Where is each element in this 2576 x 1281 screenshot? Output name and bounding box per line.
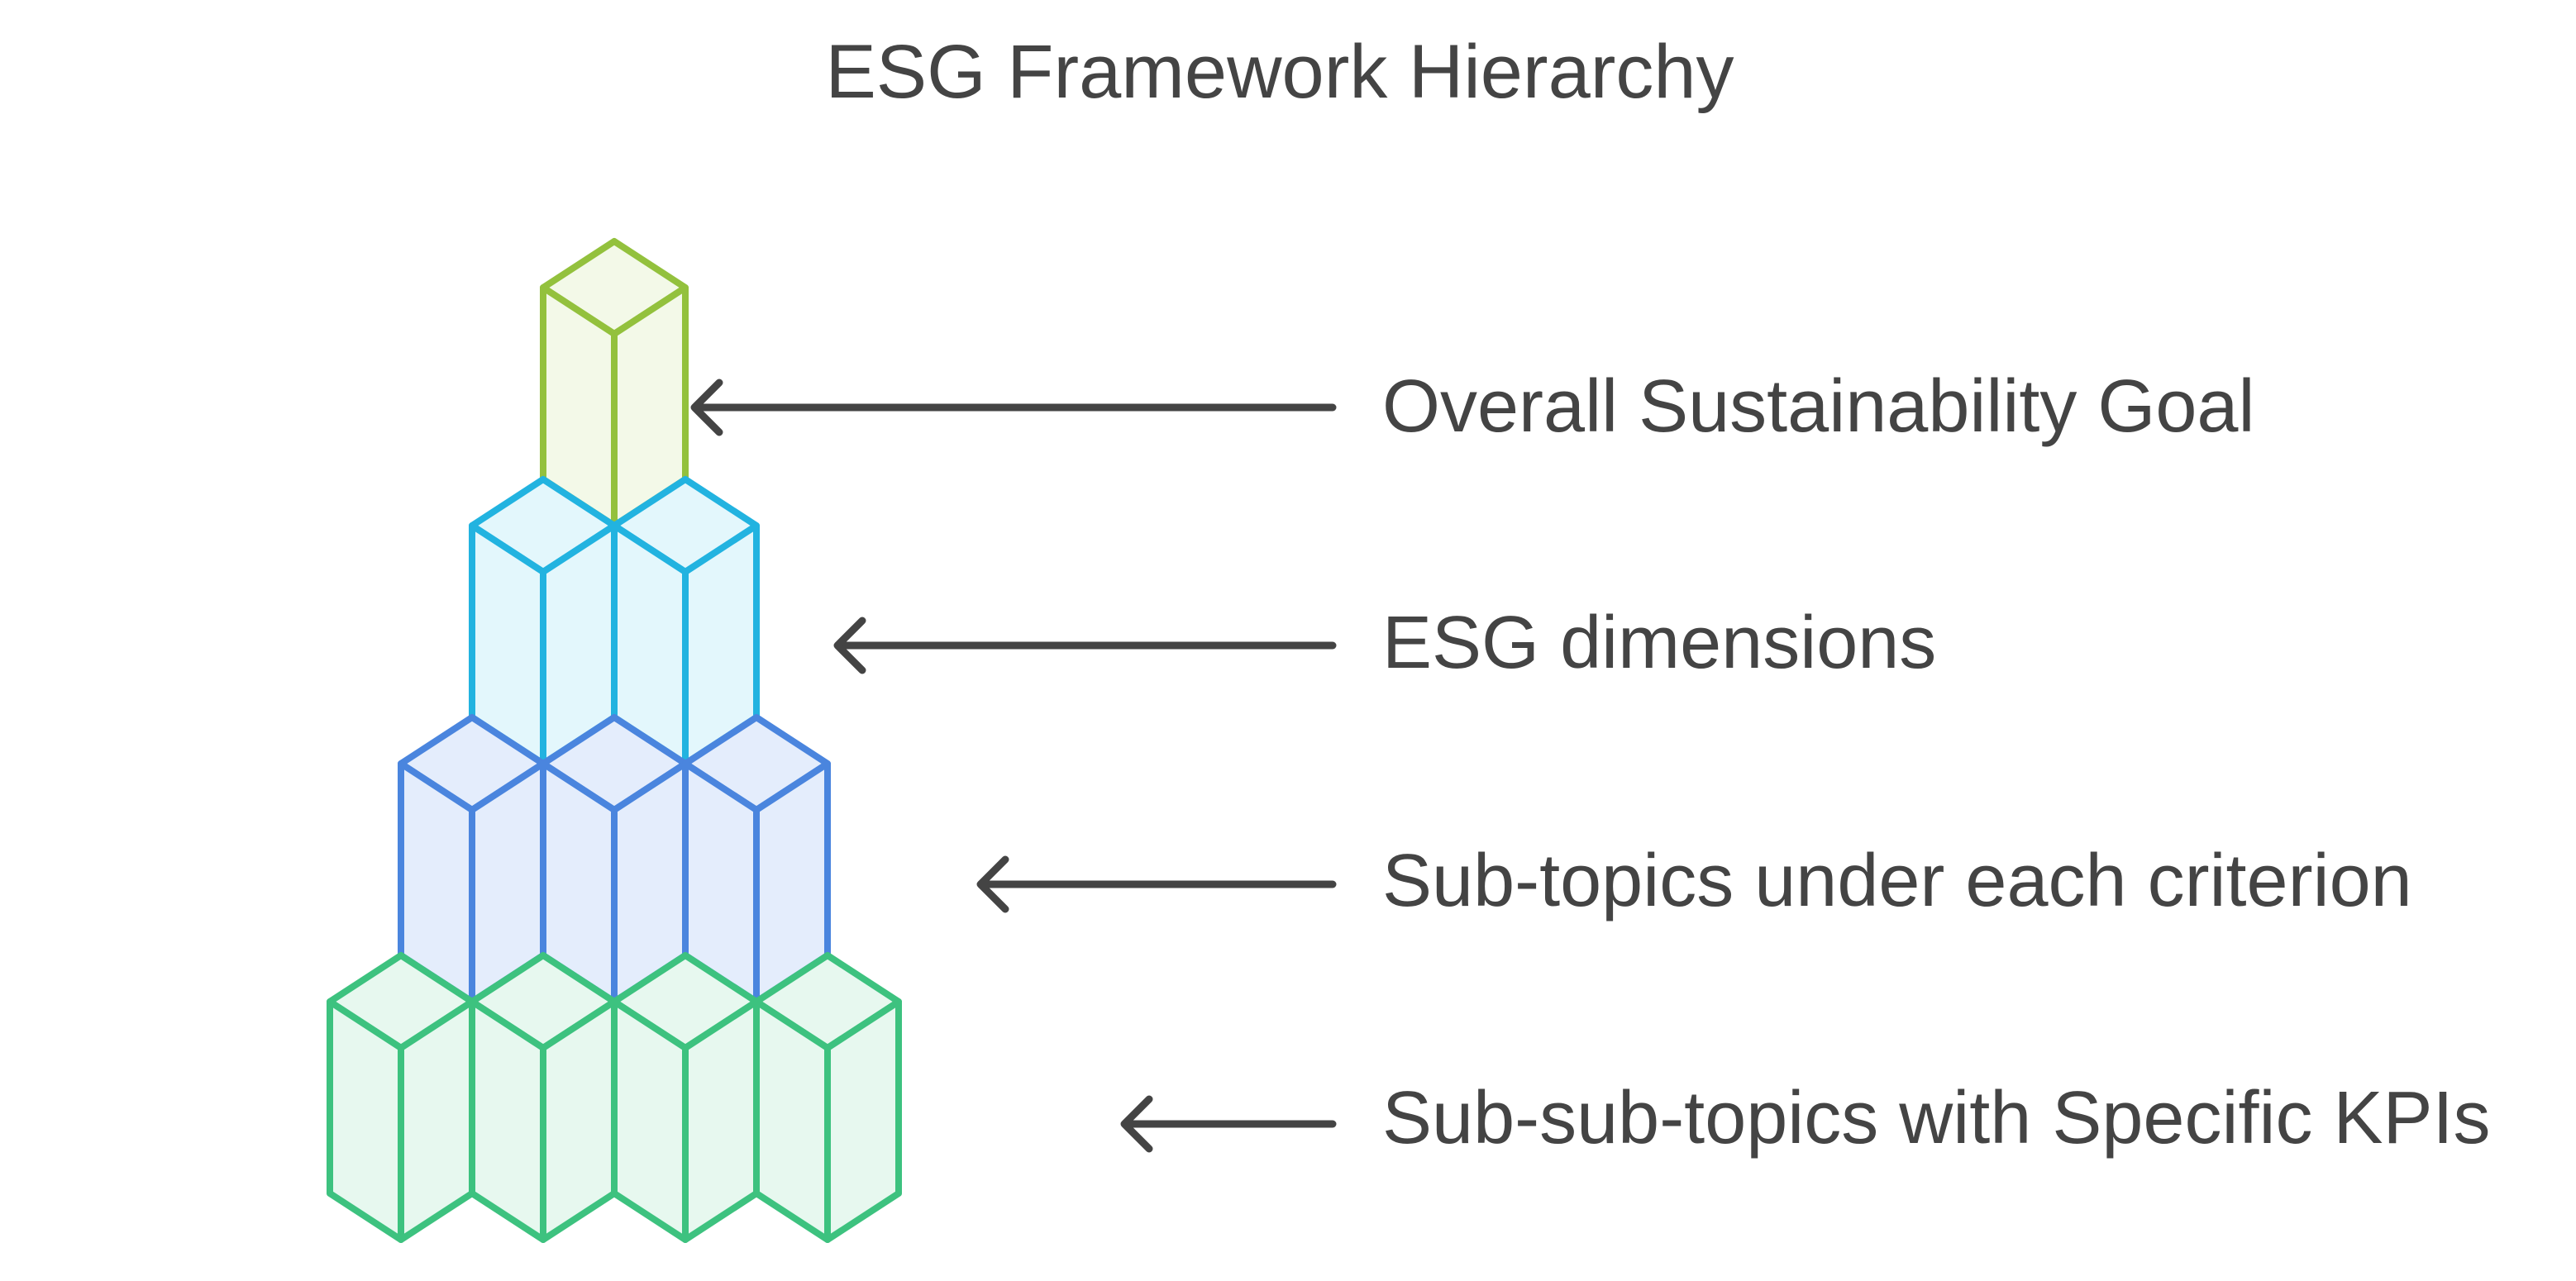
cube-sub-sub-topics-2 (469, 952, 618, 1243)
cube-left-face (469, 998, 546, 1243)
cube-sub-topics-1 (398, 714, 546, 1005)
arrow-head-left-icon (1120, 1095, 1153, 1153)
cube-right-face (824, 998, 902, 1243)
level-label-sub-sub-topics: Sub-sub-topics with Specific KPIs (1382, 1077, 2491, 1160)
cube-pyramid (327, 238, 902, 1243)
cube-right-face (398, 998, 475, 1243)
arrow-sub-topics (976, 855, 1337, 913)
level-label-overall-goal: Overall Sustainability Goal (1382, 365, 2254, 448)
cube-left-face (611, 998, 689, 1243)
arrow-head-left-icon (690, 379, 723, 436)
arrow-esg-dimensions (833, 617, 1337, 674)
cube-left-face (753, 998, 831, 1243)
cube-esg-dimensions-2 (611, 476, 760, 767)
cube-left-face (327, 998, 404, 1243)
arrow-overall-goal (690, 379, 1337, 436)
cube-sub-topics-2 (540, 714, 689, 1005)
cube-right-face (540, 998, 618, 1243)
arrow-sub-sub-topics (1120, 1095, 1337, 1153)
arrow-head-left-icon (833, 617, 866, 674)
cube-sub-sub-topics-3 (611, 952, 760, 1243)
diagram-title: ESG Framework Hierarchy (825, 30, 1734, 114)
arrow-head-left-icon (976, 855, 1009, 913)
cube-sub-sub-topics-1 (327, 952, 475, 1243)
level-label-sub-topics: Sub-topics under each criterion (1382, 840, 2412, 922)
cube-sub-topics-3 (682, 714, 831, 1005)
cube-right-face (682, 998, 760, 1243)
level-label-esg-dimensions: ESG dimensions (1382, 602, 1936, 684)
cube-overall-goal-1 (540, 238, 689, 529)
level-arrows (690, 379, 1337, 1153)
cube-sub-sub-topics-4 (753, 952, 902, 1243)
cube-esg-dimensions-1 (469, 476, 618, 767)
